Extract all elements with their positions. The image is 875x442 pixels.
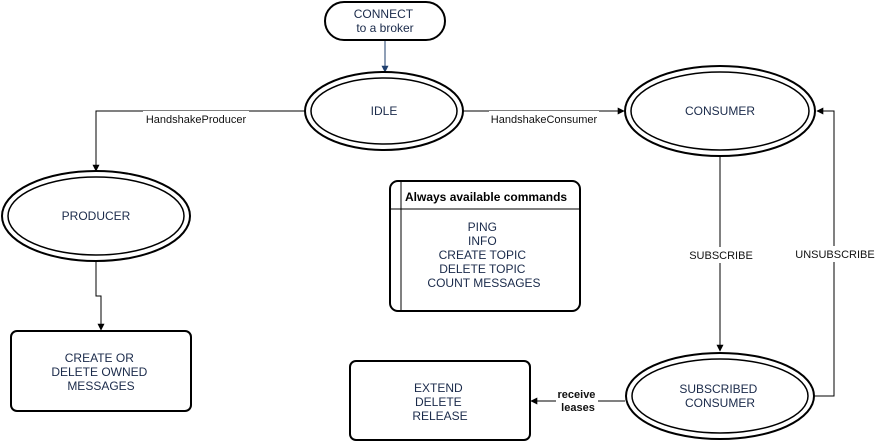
edge-labels: HandshakeProducer HandshakeConsumer SUBS… <box>143 111 875 414</box>
node-lease-actions-line: EXTEND <box>414 381 463 395</box>
label-receive-leases: receive leases <box>558 389 599 414</box>
node-consumer-label: CONSUMER <box>685 104 755 118</box>
label-handshake-consumer: HandshakeConsumer <box>491 114 598 126</box>
command-item: PING <box>468 220 497 234</box>
svg-text:SUBSCRIBED CONSUMER: SUBSCRIBED CONSUMER <box>679 382 760 410</box>
label-unsubscribe: UNSUBSCRIBE <box>795 249 874 261</box>
node-idle: IDLE <box>304 71 464 151</box>
command-item: CREATE TOPIC <box>439 248 527 262</box>
svg-text:PING INFO CREATE T: PING INFO CREATE TOPIC DELETE TOPIC COUN… <box>427 220 540 290</box>
label-subscribe: SUBSCRIBE <box>689 250 753 262</box>
node-connect: CONNECT to a broker <box>324 1 446 41</box>
node-producer-label: PRODUCER <box>62 209 131 223</box>
svg-text:PRODUCER: PRODUCER <box>62 209 131 223</box>
node-consumer: CONSUMER <box>624 65 816 157</box>
command-item: COUNT MESSAGES <box>427 276 540 290</box>
label-receive-leases-line: leases <box>561 402 595 414</box>
node-producer: PRODUCER <box>1 170 191 262</box>
label-handshake-producer: HandshakeProducer <box>146 114 247 126</box>
svg-text:IDLE: IDLE <box>371 104 398 118</box>
svg-text:CONSUMER: CONSUMER <box>685 104 755 118</box>
node-lease-actions: EXTEND DELETE RELEASE <box>349 360 531 441</box>
always-available-panel: Always available commands PING INFO CREA… <box>389 180 581 312</box>
node-connect-line: CONNECT <box>354 7 414 21</box>
command-item: INFO <box>468 234 497 248</box>
node-owned-messages-line: DELETE OWNED <box>51 365 147 379</box>
edge-producer-to-owned-messages <box>95 262 105 331</box>
command-item: DELETE TOPIC <box>439 262 526 276</box>
node-owned-messages-line: MESSAGES <box>67 379 134 393</box>
node-subscribed-consumer-line: SUBSCRIBED <box>679 382 757 396</box>
svg-text:CREATE OR DELETE OWNED: CREATE OR DELETE OWNED MESSAGES <box>51 351 150 393</box>
node-idle-label: IDLE <box>371 104 398 118</box>
node-connect-line: to a broker <box>356 21 413 35</box>
node-lease-actions-line: RELEASE <box>412 409 467 423</box>
node-owned-messages-line: CREATE OR <box>65 351 134 365</box>
svg-text:CONNECT to a broker: CONNECT to a broker <box>354 7 416 35</box>
node-subscribed-consumer-line: CONSUMER <box>685 396 755 410</box>
svg-text:EXTEND DELETE RELE: EXTEND DELETE RELEASE <box>412 381 467 423</box>
node-lease-actions-line: DELETE <box>415 395 462 409</box>
node-subscribed-consumer: SUBSCRIBED CONSUMER <box>625 352 815 440</box>
node-owned-messages: CREATE OR DELETE OWNED MESSAGES <box>10 330 192 412</box>
label-receive-leases-line: receive <box>558 389 596 401</box>
panel-title: Always available commands <box>405 190 567 204</box>
